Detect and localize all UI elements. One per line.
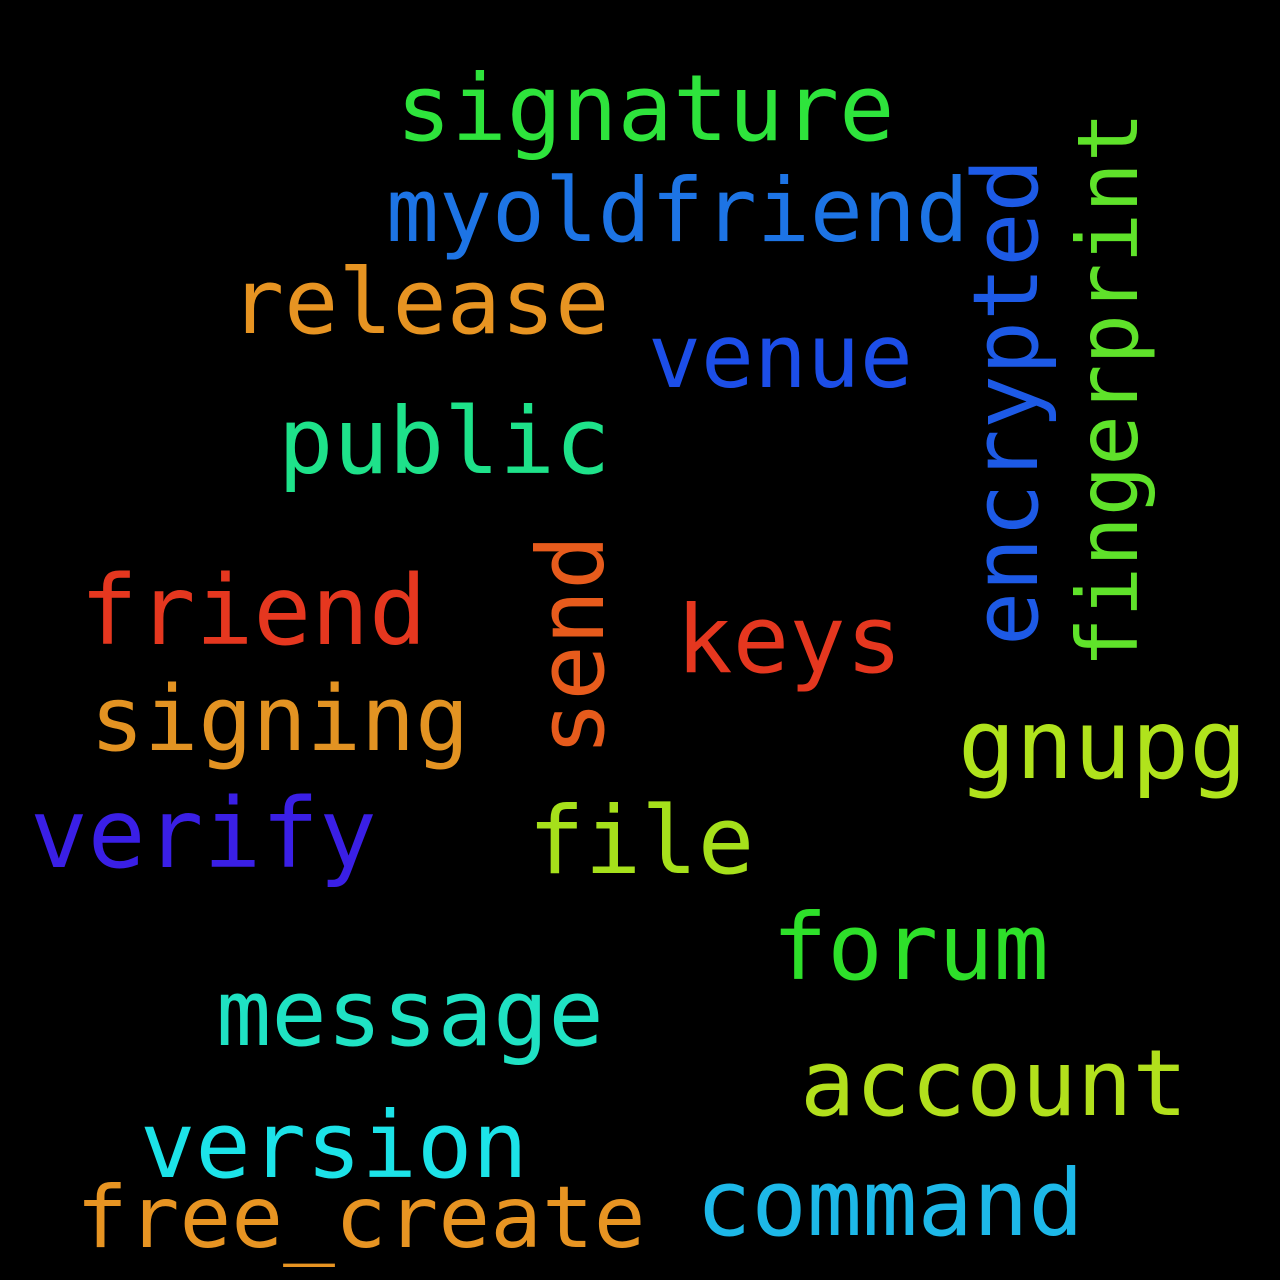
word-forum: forum (772, 894, 1049, 1001)
word-command: command (696, 1150, 1084, 1257)
word-friend: friend (80, 555, 427, 667)
word-file: file (528, 787, 755, 896)
word-message: message (216, 960, 604, 1067)
word-encrypted: encrypted (954, 158, 1059, 646)
word-signature: signature (396, 55, 895, 162)
word-signing: signing (90, 667, 470, 772)
word-verify: verify (30, 778, 377, 890)
word-free-create: free_create (76, 1168, 646, 1268)
word-gnupg: gnupg (958, 689, 1247, 801)
word-version: version (140, 1092, 528, 1199)
word-release: release (230, 250, 610, 355)
word-send: send (518, 534, 625, 756)
word-fingerprint: fingerprint (1059, 111, 1157, 668)
word-public: public (278, 388, 611, 495)
word-venue: venue (648, 305, 913, 408)
word-keys: keys (676, 586, 903, 695)
word-account: account (800, 1030, 1188, 1137)
word-myoldfriend: myoldfriend (386, 159, 969, 262)
